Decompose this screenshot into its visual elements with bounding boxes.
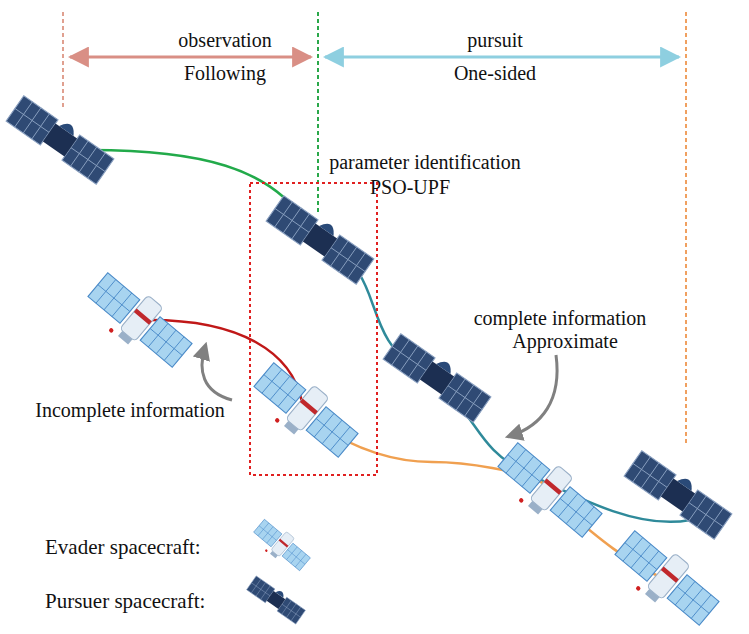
evader-spacecraft <box>489 436 607 547</box>
annotation-text: complete information <box>474 307 647 329</box>
annotation-text: observation <box>178 29 271 51</box>
callout-arrow <box>202 347 232 400</box>
pursuer-spacecraft <box>247 574 307 624</box>
annotation-text: pursuit <box>467 29 523 51</box>
pursuer-trajectory <box>330 250 690 522</box>
annotation-text: Approximate <box>512 330 618 352</box>
evader-spacecraft <box>249 516 313 577</box>
evader-spacecraft <box>79 266 197 377</box>
evader-spacecraft <box>606 524 724 634</box>
pursuer-spacecraft <box>6 93 116 184</box>
phase-divider <box>685 12 687 445</box>
legend-text: Pursuer spacecraft: <box>45 590 205 613</box>
phase-arrow <box>70 56 311 59</box>
pursuer-spacecraft <box>266 193 376 284</box>
phase-divider <box>62 12 64 110</box>
evader-spacecraft <box>245 356 363 467</box>
legend-text: Evader spacecraft: <box>45 536 201 559</box>
annotation-text: PSO-UPF <box>370 176 450 198</box>
annotation-text: Incomplete information <box>35 399 224 421</box>
phase-arrow <box>325 56 679 59</box>
pursuer-spacecraft <box>383 331 493 422</box>
callout-arrow <box>510 355 557 436</box>
annotation-text: One-sided <box>454 62 536 84</box>
pursuer-spacecraft <box>624 448 734 539</box>
identification-frame <box>250 183 377 475</box>
annotation-text: parameter identification <box>329 151 521 173</box>
annotation-text: Following <box>184 62 266 84</box>
